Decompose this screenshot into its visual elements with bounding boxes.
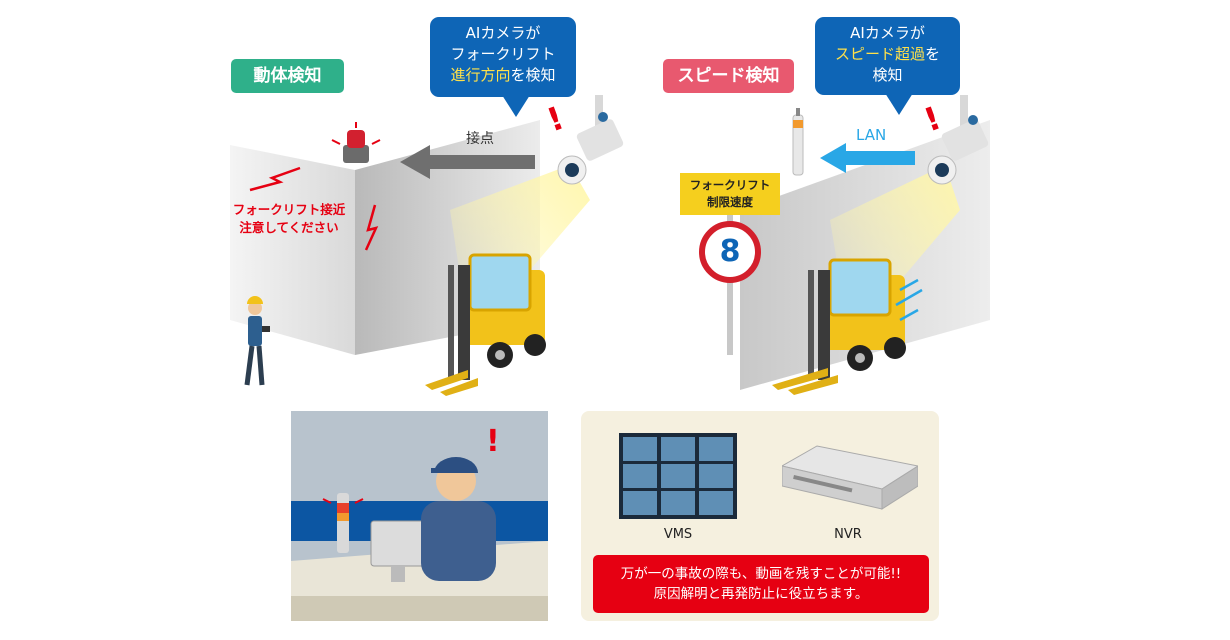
alert-lightning-icon-2 — [364, 204, 379, 251]
operator-scene-illustration: ! — [291, 411, 548, 621]
rotating-light-icon — [331, 122, 381, 163]
alert-lightning-icon — [249, 166, 301, 192]
left-camera-bubble: AIカメラが フォークリフト 進行方向を検知 — [430, 17, 576, 117]
contact-arrow-label: 接点 — [466, 131, 494, 147]
monitor — [370, 520, 430, 567]
lan-arrow-icon — [820, 143, 915, 173]
warning-line-2: 注意してください — [239, 220, 339, 235]
bubble-line-3: 検知 — [872, 66, 903, 84]
notice-line-2: 原因解明と再発防止に役立ちます。 — [653, 586, 869, 602]
lan-arrow-label: LAN — [856, 126, 887, 144]
signal-tower-icon — [792, 108, 804, 176]
notice-line-1: 万が一の事故の際も、動画を残すことが可能!! — [620, 566, 902, 582]
svg-text:!: ! — [486, 424, 500, 459]
speed-lines-icon — [895, 278, 923, 322]
bubble-line-2: スピード超過を — [815, 44, 960, 65]
notice-box: 万が一の事故の際も、動画を残すことが可能!! 原因解明と再発防止に役立ちます。 — [593, 555, 929, 613]
bubble-mid: を — [925, 45, 941, 63]
bubble-line-2: フォークリフト — [450, 45, 556, 63]
left-scene-illustration — [230, 95, 624, 396]
bubble-line-3: 進行方向を検知 — [430, 65, 576, 86]
sign-line-2: 制限速度 — [707, 195, 753, 209]
bubble-highlight: スピード超過 — [834, 45, 925, 63]
bubble-line-1: AIカメラが — [850, 24, 925, 42]
warning-line-1: フォークリフト接近 — [232, 202, 346, 217]
left-warning-text: フォークリフト接近 注意してください — [228, 201, 350, 237]
bubble-line-1: AIカメラが — [465, 24, 541, 42]
speed-sign-ring — [699, 221, 761, 283]
signal-tower-bottom-icon — [322, 493, 364, 553]
camera-left — [557, 95, 624, 185]
motion-detection-tag: 動体検知 — [231, 59, 344, 93]
worker-figure — [244, 296, 270, 386]
vms-label: VMS — [663, 527, 693, 542]
sign-line-1: フォークリフト — [689, 178, 771, 192]
vms-monitor-icon — [619, 433, 737, 519]
bubble-highlight: 進行方向 — [450, 66, 511, 84]
nvr-device-icon — [782, 445, 918, 510]
speed-sign-board: フォークリフト 制限速度 — [680, 173, 780, 215]
camera-right — [927, 95, 989, 185]
bubble-suffix: を検知 — [510, 66, 556, 84]
operator-figure — [421, 457, 496, 581]
right-camera-bubble: AIカメラが スピード超過を 検知 — [815, 17, 960, 115]
forklift-right — [772, 258, 906, 395]
forklift-left — [425, 253, 546, 396]
right-scene-illustration — [699, 95, 990, 395]
contact-arrow-icon — [400, 145, 535, 179]
speed-detection-tag: スピード検知 — [663, 59, 794, 93]
speed-limit-number: 8 — [719, 234, 741, 269]
nvr-label: NVR — [834, 527, 862, 542]
